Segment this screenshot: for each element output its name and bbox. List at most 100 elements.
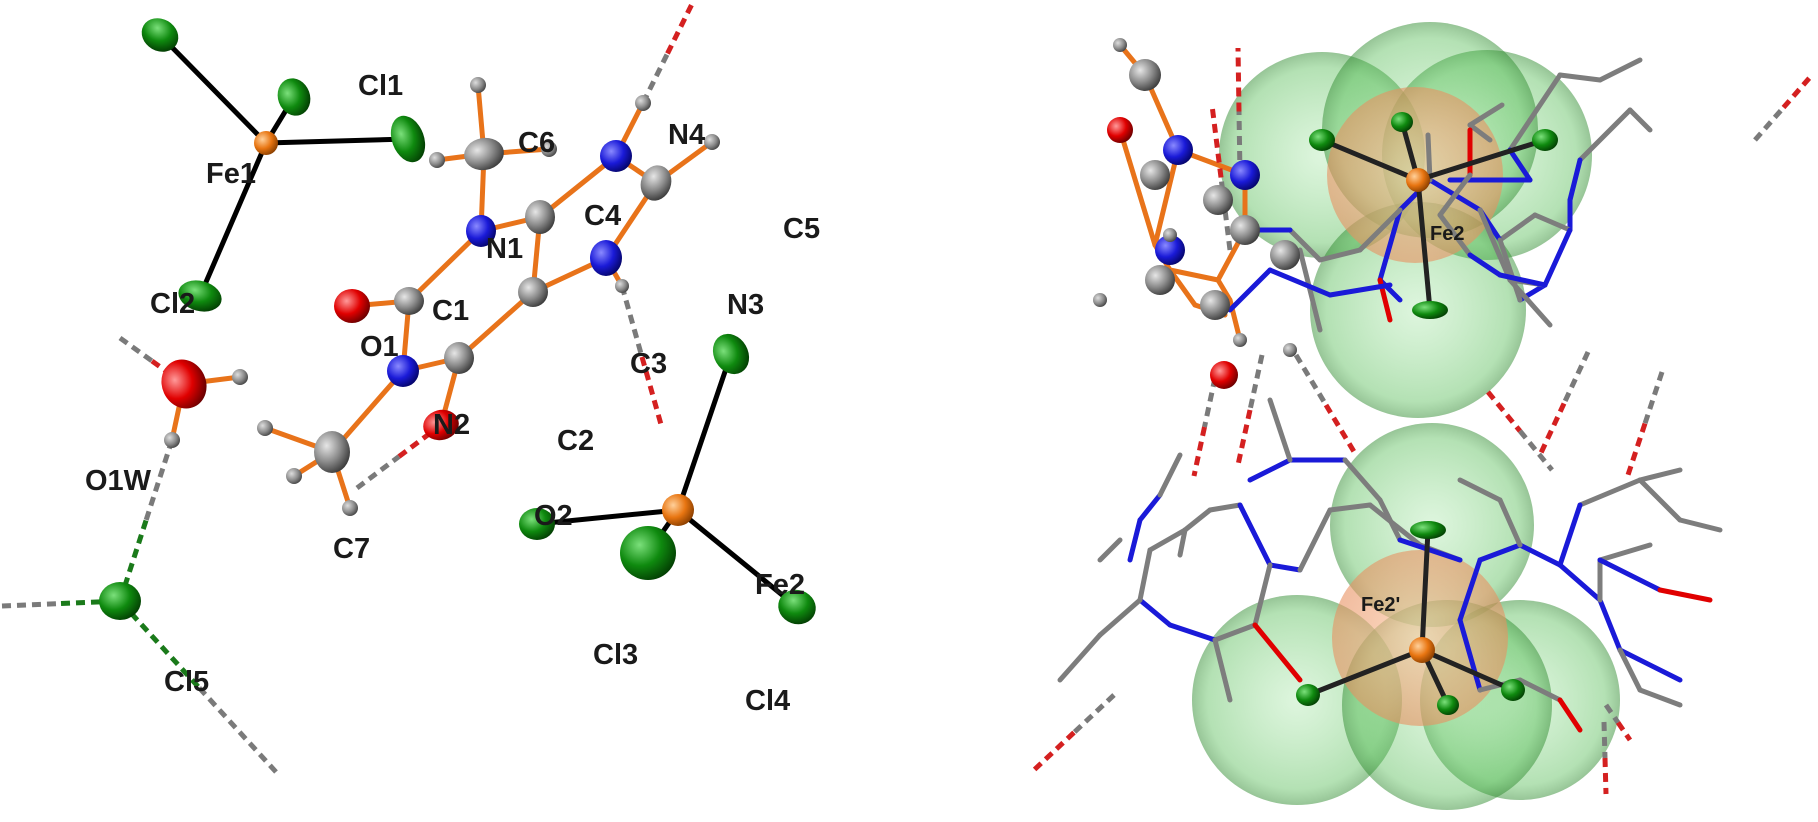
stick-bond bbox=[1467, 252, 1503, 278]
stick-bond bbox=[1415, 177, 1433, 313]
hydrogen-bond bbox=[1601, 721, 1608, 759]
h-atom bbox=[257, 420, 273, 436]
fe1-atom bbox=[254, 131, 278, 155]
h-atom bbox=[635, 95, 651, 111]
fe1-cl2-bond bbox=[197, 140, 269, 299]
stick-bond bbox=[1267, 267, 1333, 298]
hydrogen-bond bbox=[1323, 403, 1359, 457]
hydrogen-bond bbox=[1642, 371, 1665, 425]
stick-bond bbox=[1177, 527, 1188, 558]
label-cl3: Cl3 bbox=[593, 639, 638, 671]
cl-atom bbox=[1501, 679, 1525, 701]
fe1-cl-bond bbox=[263, 136, 411, 146]
c1-atom bbox=[394, 287, 424, 315]
fe1-cl-bond bbox=[157, 32, 269, 146]
stick-bond bbox=[1152, 147, 1181, 248]
hydrogen-bond bbox=[1235, 409, 1253, 466]
fe-atom bbox=[1406, 168, 1430, 192]
cl-atom bbox=[1437, 695, 1459, 715]
stick-bond bbox=[1637, 477, 1683, 523]
stick-bond bbox=[1415, 137, 1548, 183]
label-n3: N3 bbox=[727, 289, 764, 321]
cl-atom bbox=[141, 18, 179, 52]
stick-bond bbox=[1567, 157, 1583, 203]
c-atom bbox=[1200, 290, 1230, 320]
cl4-atom bbox=[620, 526, 676, 580]
h-atom bbox=[470, 77, 486, 93]
o-atom bbox=[1107, 117, 1133, 143]
stick-bond bbox=[1532, 212, 1573, 233]
cl-atom bbox=[390, 115, 426, 163]
stick-bond bbox=[1497, 272, 1548, 288]
h-atom bbox=[286, 468, 302, 484]
label-c5: C5 bbox=[783, 213, 820, 245]
c6-atom bbox=[464, 137, 504, 171]
fe2-cl3-bond bbox=[534, 507, 681, 527]
o1w-atom bbox=[161, 359, 207, 409]
stick-bond bbox=[1577, 477, 1643, 508]
fe2-atom bbox=[662, 494, 694, 526]
stick-bond bbox=[1597, 542, 1653, 563]
o2-atom bbox=[423, 409, 459, 441]
c2-atom bbox=[444, 342, 474, 374]
stick-bond bbox=[1252, 562, 1273, 628]
stick-bond bbox=[1212, 622, 1258, 643]
label-n4: N4 bbox=[668, 119, 705, 151]
stick-bond bbox=[1247, 457, 1293, 483]
h-atom bbox=[1233, 333, 1247, 347]
stick-bond bbox=[1557, 72, 1603, 83]
stick-bond bbox=[1207, 502, 1243, 513]
stick-bond bbox=[1419, 647, 1516, 693]
stick-bond bbox=[1212, 637, 1233, 703]
stick-bond bbox=[1527, 72, 1563, 123]
stick-bond bbox=[1117, 127, 1158, 248]
stick-bond bbox=[1597, 597, 1623, 653]
stick-bond bbox=[1157, 452, 1183, 498]
stick-bond bbox=[1167, 267, 1221, 283]
stick-bond bbox=[1507, 277, 1553, 328]
stick-bond bbox=[1497, 497, 1523, 548]
c7-atom bbox=[314, 431, 350, 473]
stick-bond bbox=[1477, 542, 1523, 563]
hydrogen-bond bbox=[1209, 104, 1224, 178]
n-atom bbox=[1163, 135, 1193, 165]
hydrogen-bond bbox=[1486, 390, 1522, 433]
stick-bond bbox=[1637, 687, 1683, 708]
stick-bond bbox=[1437, 212, 1473, 258]
h-atom bbox=[342, 500, 358, 516]
hydrogen-bond bbox=[118, 335, 154, 364]
cl3-atom bbox=[519, 508, 555, 540]
label-c7: C7 bbox=[333, 533, 370, 565]
n1-atom bbox=[466, 215, 496, 247]
n-atom bbox=[1230, 160, 1260, 190]
stick-bond bbox=[1677, 517, 1723, 533]
label-n2: N2 bbox=[433, 409, 470, 441]
label-c6: C6 bbox=[518, 127, 555, 159]
stick-bond bbox=[1617, 647, 1643, 693]
hydrogen-bond bbox=[1602, 757, 1609, 795]
c-atom bbox=[1230, 215, 1260, 245]
stick-bond bbox=[1237, 502, 1273, 568]
label-c3: C3 bbox=[630, 348, 667, 380]
hydrogen-bond bbox=[639, 356, 665, 429]
label-fe2-packing: Fe2 bbox=[1430, 223, 1464, 245]
cl2-atom bbox=[178, 280, 222, 312]
wireframe-network bbox=[1032, 38, 1814, 795]
h-atom bbox=[541, 141, 557, 157]
stick-bond bbox=[1127, 517, 1143, 563]
hydrogen-bond bbox=[1191, 426, 1207, 477]
h-atom bbox=[615, 279, 629, 293]
fe2-cl-bond bbox=[675, 351, 734, 513]
n4-atom bbox=[600, 140, 632, 172]
hydrogen-bond bbox=[1518, 429, 1554, 472]
stick-bond bbox=[1497, 212, 1538, 243]
h-atom bbox=[1093, 293, 1107, 307]
cl-atom bbox=[1532, 129, 1558, 151]
stick-bond bbox=[1097, 597, 1143, 638]
fe-atom bbox=[1409, 637, 1435, 663]
c5-atom bbox=[640, 165, 672, 201]
stick-bond bbox=[1215, 277, 1233, 303]
label-n1: N1 bbox=[486, 233, 523, 265]
